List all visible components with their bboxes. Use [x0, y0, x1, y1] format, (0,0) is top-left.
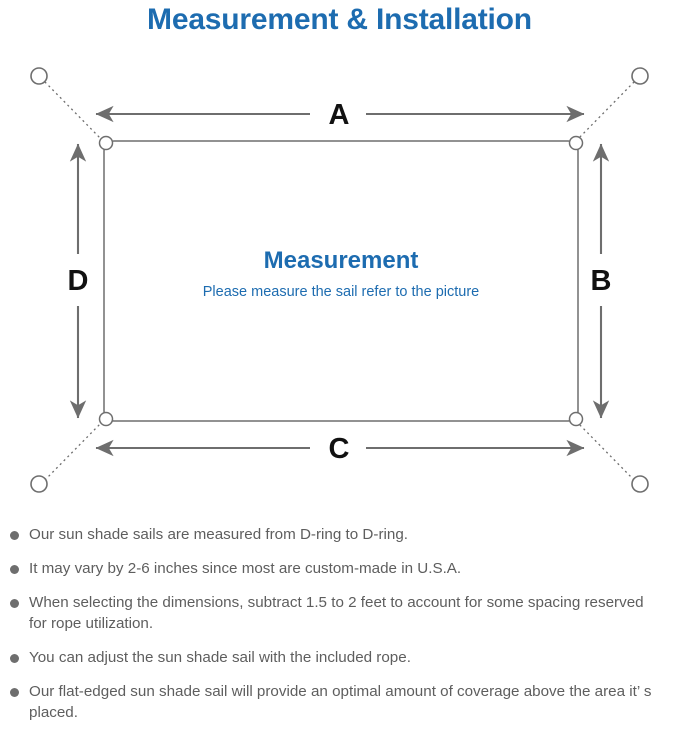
dimension-label-right: B	[591, 265, 612, 297]
dimension-label-left: D	[68, 265, 89, 297]
list-item: When selecting the dimensions, subtract …	[0, 592, 679, 634]
list-item-text: Our flat-edged sun shade sail will provi…	[29, 683, 652, 721]
dimension-arrows	[69, 105, 610, 457]
list-item-text: You can adjust the sun shade sail with t…	[29, 649, 411, 666]
d-ring-top-right	[568, 135, 584, 151]
anchor-top-left	[30, 67, 48, 85]
page-title: Measurement & Installation	[147, 3, 532, 36]
bullet-icon	[10, 565, 19, 574]
list-item: It may vary by 2-6 inches since most are…	[0, 558, 679, 579]
anchor-points	[30, 67, 649, 493]
anchor-top-right	[631, 67, 649, 85]
d-ring-bottom-right	[568, 411, 584, 427]
bullet-icon	[10, 599, 19, 608]
notes-list: Our sun shade sails are measured from D-…	[0, 524, 679, 736]
diagram-center-title: Measurement	[264, 247, 419, 274]
bullet-icon	[10, 654, 19, 663]
bullet-icon	[10, 531, 19, 540]
diagram-center-subtitle: Please measure the sail refer to the pic…	[203, 284, 479, 300]
bullet-icon	[10, 688, 19, 697]
rope-bottom-right	[575, 420, 635, 481]
list-item: Our flat-edged sun shade sail will provi…	[0, 681, 679, 723]
list-item-text: Our sun shade sails are measured from D-…	[29, 526, 408, 543]
anchor-bottom-right	[631, 475, 649, 493]
rope-top-right	[575, 81, 635, 142]
sail-shape	[103, 140, 579, 422]
list-item-text: It may vary by 2-6 inches since most are…	[29, 560, 462, 577]
d-rings	[98, 135, 584, 427]
rope-bottom-left	[44, 420, 104, 481]
list-item: You can adjust the sun shade sail with t…	[0, 647, 679, 668]
dimension-label-bottom: C	[329, 433, 350, 465]
measurement-diagram: A C D B Measurement Please measure the s…	[0, 44, 679, 514]
rope-top-left	[44, 81, 104, 142]
list-item: Our sun shade sails are measured from D-…	[0, 524, 679, 545]
d-ring-top-left	[98, 135, 114, 151]
anchor-bottom-left	[30, 475, 48, 493]
d-ring-bottom-left	[98, 411, 114, 427]
list-item-text: When selecting the dimensions, subtract …	[29, 594, 644, 632]
dimension-label-top: A	[329, 99, 350, 131]
